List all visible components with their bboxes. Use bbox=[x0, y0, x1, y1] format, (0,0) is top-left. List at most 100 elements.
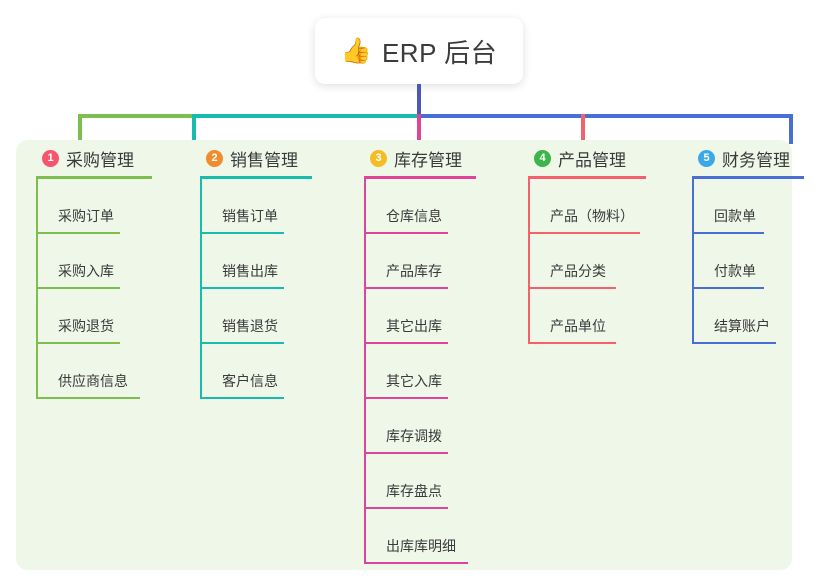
list-item[interactable]: 销售出库 bbox=[200, 234, 312, 289]
list-item-label: 采购入库 bbox=[58, 263, 114, 279]
list-item-rule bbox=[364, 507, 448, 509]
list-item[interactable]: 产品分类 bbox=[528, 234, 646, 289]
column-title-3: 库存管理 bbox=[394, 150, 462, 170]
list-item[interactable]: 回款单 bbox=[692, 179, 804, 234]
list-item-rule bbox=[200, 232, 284, 234]
drop-line-column-4 bbox=[581, 114, 585, 144]
thumbs-up-icon: 👍 bbox=[340, 36, 372, 65]
list-item-label: 库存调拨 bbox=[386, 428, 442, 444]
list-item-rule bbox=[364, 397, 448, 399]
list-item-label: 库存盘点 bbox=[386, 483, 442, 499]
list-item[interactable]: 仓库信息 bbox=[364, 179, 476, 234]
list-item[interactable]: 出库库明细 bbox=[364, 509, 476, 564]
column-badge-3: 3 bbox=[370, 149, 387, 167]
drop-line-column-2 bbox=[192, 114, 196, 144]
column-rule-2 bbox=[200, 176, 312, 179]
list-item-rule bbox=[36, 342, 120, 344]
list-item-label: 销售退货 bbox=[222, 318, 278, 334]
list-item-rule bbox=[364, 562, 468, 564]
column-items-1: 采购订单采购入库采购退货供应商信息 bbox=[36, 179, 152, 399]
list-item-rule bbox=[364, 287, 448, 289]
list-item-rule bbox=[364, 342, 448, 344]
root-connector-stem bbox=[417, 84, 421, 117]
bus-segment-2 bbox=[192, 114, 417, 118]
list-item-label: 结算账户 bbox=[714, 318, 770, 334]
drop-line-column-3 bbox=[417, 114, 421, 144]
list-item-label: 回款单 bbox=[714, 208, 756, 224]
list-item-rule bbox=[200, 397, 284, 399]
list-item[interactable]: 采购订单 bbox=[36, 179, 152, 234]
list-item-rule bbox=[364, 452, 448, 454]
column-items-4: 产品（物料） 产品分类产品单位 bbox=[528, 179, 646, 344]
column-rule-5 bbox=[692, 176, 804, 179]
list-item-rule bbox=[528, 287, 616, 289]
column-spine-2 bbox=[200, 179, 202, 399]
list-item-rule bbox=[692, 287, 764, 289]
list-item-label: 其它入库 bbox=[386, 373, 442, 389]
column-title-4: 产品管理 bbox=[558, 150, 626, 170]
list-item[interactable]: 其它出库 bbox=[364, 289, 476, 344]
column-badge-1: 1 bbox=[42, 149, 59, 167]
list-item[interactable]: 产品库存 bbox=[364, 234, 476, 289]
list-item-rule bbox=[692, 342, 776, 344]
list-item[interactable]: 付款单 bbox=[692, 234, 804, 289]
column-spine-4 bbox=[528, 179, 530, 344]
list-item[interactable]: 产品（物料） bbox=[528, 179, 646, 234]
list-item-label: 产品分类 bbox=[550, 263, 606, 279]
column-spine-3 bbox=[364, 179, 366, 564]
list-item-rule bbox=[692, 232, 764, 234]
list-item[interactable]: 库存调拨 bbox=[364, 399, 476, 454]
list-item[interactable]: 结算账户 bbox=[692, 289, 804, 344]
column-header-1[interactable]: 1 采购管理 bbox=[36, 146, 152, 170]
list-item[interactable]: 采购入库 bbox=[36, 234, 152, 289]
list-item-label: 付款单 bbox=[714, 263, 756, 279]
list-item-label: 产品（物料） bbox=[550, 208, 634, 224]
column-spine-5 bbox=[692, 179, 694, 344]
column-rule-1 bbox=[36, 176, 152, 179]
list-item-rule bbox=[36, 397, 140, 399]
column-rule-4 bbox=[528, 176, 646, 179]
list-item[interactable]: 产品单位 bbox=[528, 289, 646, 344]
drop-line-column-1 bbox=[78, 114, 82, 144]
list-item[interactable]: 销售订单 bbox=[200, 179, 312, 234]
list-item-label: 其它出库 bbox=[386, 318, 442, 334]
list-item[interactable]: 销售退货 bbox=[200, 289, 312, 344]
list-item-rule bbox=[364, 232, 448, 234]
list-item-label: 产品单位 bbox=[550, 318, 606, 334]
column-rule-3 bbox=[364, 176, 476, 179]
bus-segment-1 bbox=[78, 114, 192, 118]
column-title-5: 财务管理 bbox=[722, 150, 790, 170]
list-item-label: 供应商信息 bbox=[58, 373, 128, 389]
list-item[interactable]: 供应商信息 bbox=[36, 344, 152, 399]
column-title-2: 销售管理 bbox=[230, 150, 298, 170]
root-title-card[interactable]: 👍 ERP 后台 bbox=[315, 18, 523, 84]
column-items-2: 销售订单销售出库销售退货客户信息 bbox=[200, 179, 312, 399]
list-item-label: 销售出库 bbox=[222, 263, 278, 279]
list-item[interactable]: 库存盘点 bbox=[364, 454, 476, 509]
content-panel bbox=[16, 140, 792, 570]
list-item[interactable]: 采购退货 bbox=[36, 289, 152, 344]
column-1: 1 采购管理采购订单采购入库采购退货供应商信息 bbox=[36, 146, 152, 399]
column-items-3: 仓库信息产品库存其它出库其它入库库存调拨库存盘点出库库明细 bbox=[364, 179, 476, 564]
list-item-label: 客户信息 bbox=[222, 373, 278, 389]
list-item-rule bbox=[528, 342, 616, 344]
bus-segment-3 bbox=[417, 114, 793, 118]
column-spine-1 bbox=[36, 179, 38, 399]
list-item-rule bbox=[200, 342, 284, 344]
page-title: ERP 后台 bbox=[381, 37, 498, 68]
list-item-label: 出库库明细 bbox=[386, 538, 456, 554]
list-item-rule bbox=[528, 232, 640, 234]
list-item-rule bbox=[36, 232, 120, 234]
list-item-label: 销售订单 bbox=[222, 208, 278, 224]
column-title-1: 采购管理 bbox=[66, 150, 134, 170]
list-item[interactable]: 其它入库 bbox=[364, 344, 476, 399]
list-item[interactable]: 客户信息 bbox=[200, 344, 312, 399]
column-header-3[interactable]: 3 库存管理 bbox=[364, 146, 476, 170]
list-item-label: 采购退货 bbox=[58, 318, 114, 334]
